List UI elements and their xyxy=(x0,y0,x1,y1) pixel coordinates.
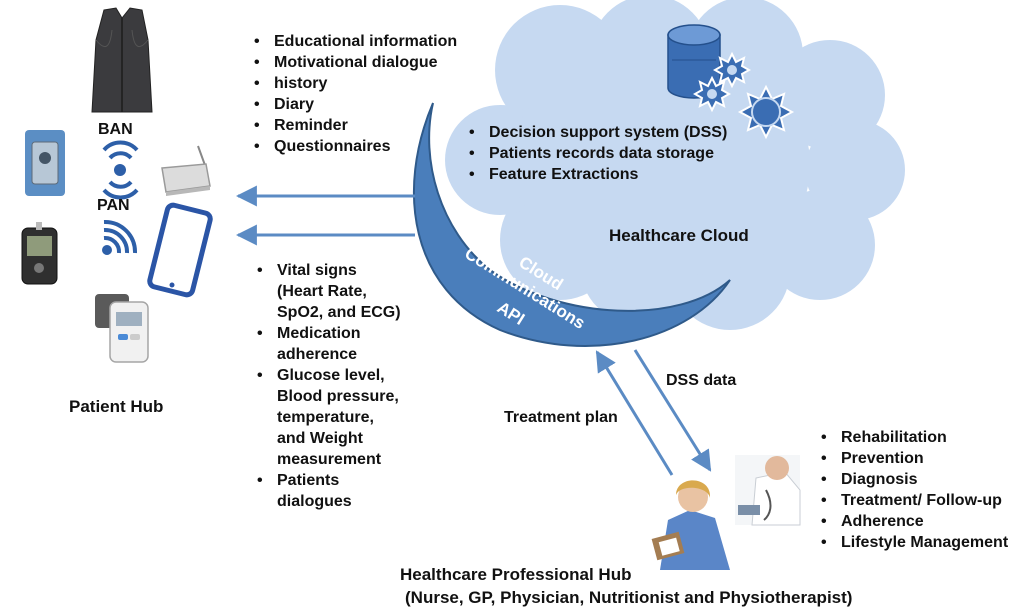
database-icon xyxy=(667,24,721,99)
list-item: Rehabilitation xyxy=(817,427,1021,448)
ban-label: BAN xyxy=(98,121,133,138)
list-item: Vital signs (Heart Rate, SpO2, and ECG) xyxy=(253,260,403,323)
list-item: Educational information xyxy=(250,31,465,52)
smart-vest-icon xyxy=(91,7,153,113)
nurse-photo xyxy=(651,480,730,570)
professional-hub-label: Healthcare Professional Hub xyxy=(400,565,632,584)
vitals-list: Vital signs (Heart Rate, SpO2, and ECG) … xyxy=(253,260,403,512)
cloud-communications-api-shape xyxy=(412,102,731,347)
list-item: Motivational dialogue xyxy=(250,52,465,73)
professional-roles-label: (Nurse, GP, Physician, Nutritionist and … xyxy=(405,588,853,607)
list-item: Diary xyxy=(250,94,465,115)
list-item: Patients dialogues xyxy=(253,470,403,512)
list-item: Treatment/ Follow-up xyxy=(817,490,1021,511)
arrow-dss-data xyxy=(633,349,712,472)
wrist-monitor-icon xyxy=(25,130,65,196)
list-item: Decision support system (DSS) xyxy=(465,122,765,143)
pan-label: PAN xyxy=(97,197,130,214)
wireless-signal-icon xyxy=(102,140,139,200)
wifi-icon xyxy=(102,219,138,255)
glucose-meter-icon xyxy=(21,222,58,285)
list-item: Prevention xyxy=(817,448,1021,469)
list-item: Medication adherence xyxy=(253,323,403,365)
list-item: Feature Extractions xyxy=(465,164,765,185)
dss-data-label: DSS data xyxy=(666,372,737,389)
professional-services-list: Rehabilitation Prevention Diagnosis Trea… xyxy=(817,427,1021,553)
list-item: Patients records data storage xyxy=(465,143,765,164)
arrow-treatment-plan xyxy=(595,350,674,476)
list-item: Reminder xyxy=(250,115,465,136)
list-item: history xyxy=(250,73,465,94)
list-item: Glucose level, Blood pressure, temperatu… xyxy=(253,365,403,470)
patient-info-list: Educational information Motivational dia… xyxy=(250,31,465,157)
list-item: Adherence xyxy=(817,511,1021,532)
list-item: Questionnaires xyxy=(250,136,465,157)
gateway-device-icon xyxy=(161,145,211,196)
list-item: Lifestyle Management xyxy=(817,532,1021,553)
treatment-plan-label: Treatment plan xyxy=(504,409,618,426)
cloud-services-list: Decision support system (DSS) Patients r… xyxy=(465,122,765,185)
patient-hub-label: Patient Hub xyxy=(69,397,164,416)
list-item: Diagnosis xyxy=(817,469,1021,490)
blood-pressure-monitor-icon xyxy=(95,294,149,363)
doctor-photo xyxy=(735,455,801,526)
smartphone-icon xyxy=(147,202,213,298)
healthcare-cloud-label: Healthcare Cloud xyxy=(609,226,749,245)
